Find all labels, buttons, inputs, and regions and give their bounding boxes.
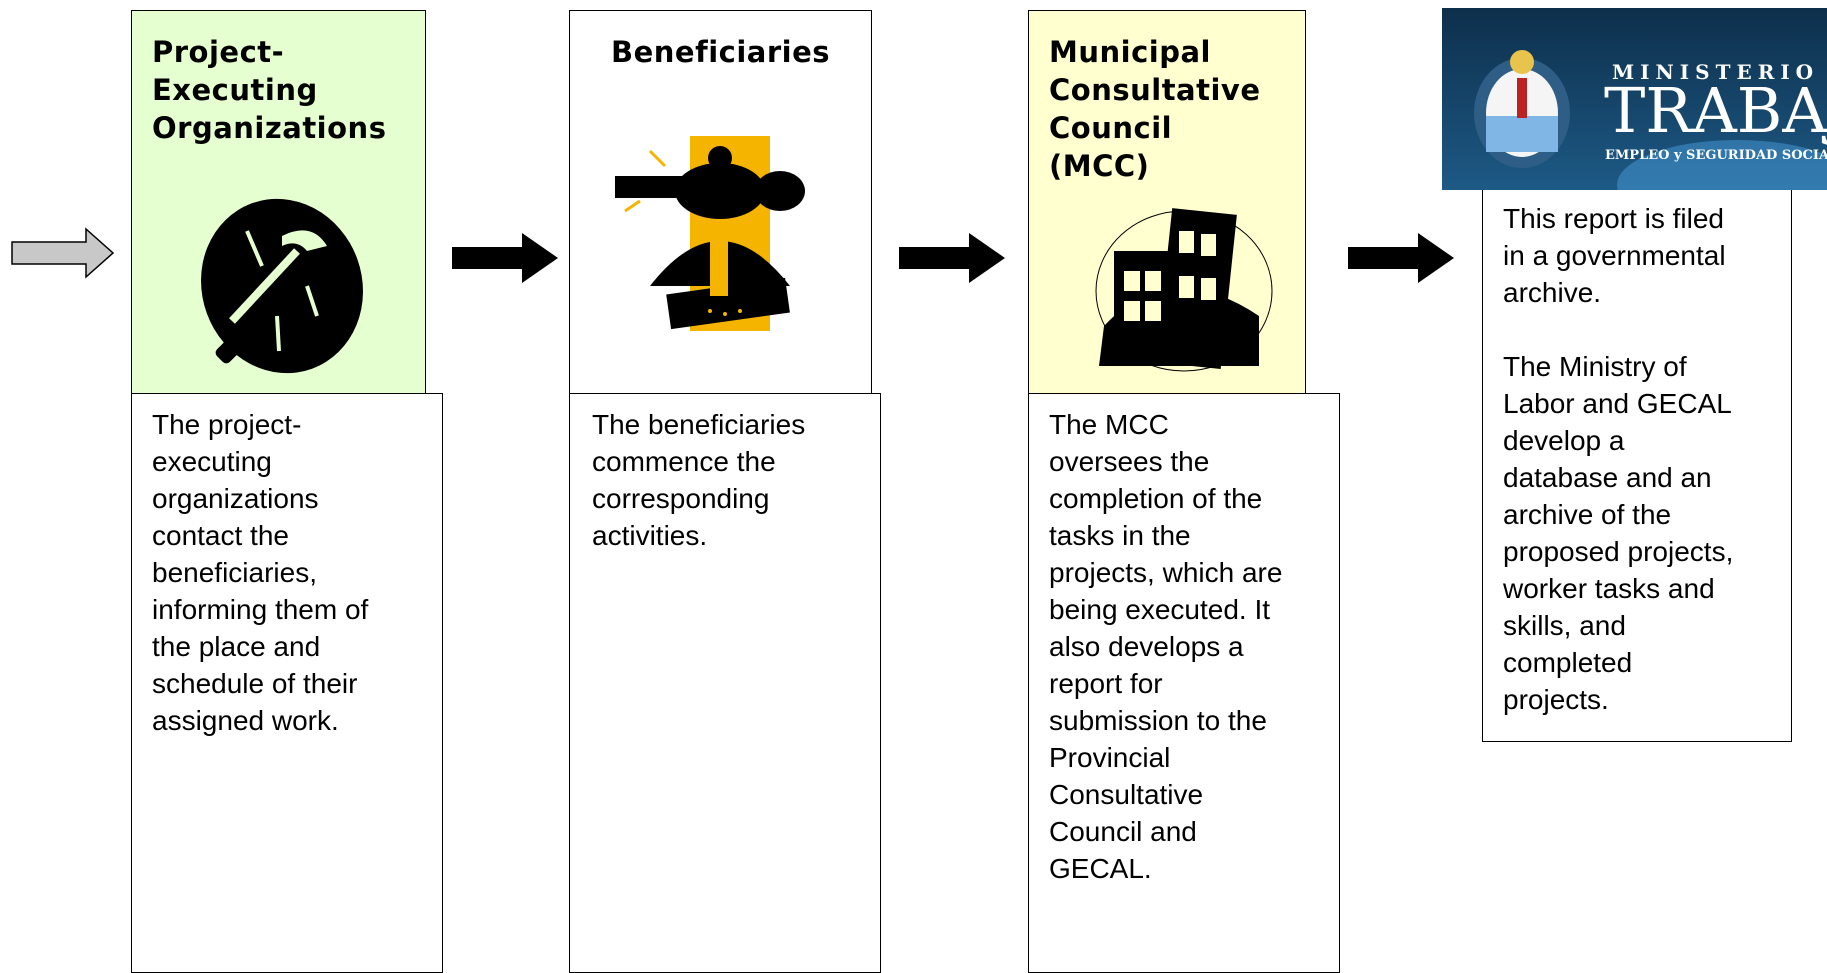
flow-arrow [452,233,558,283]
tools-icon [201,198,363,374]
beneficiaries-description-box: The beneficiaries commence the correspon… [569,393,881,973]
beneficiaries-header-box: Beneficiaries [569,10,872,394]
mcc-title: Municipal Consultative Council (MCC) [1049,35,1261,183]
coat-of-arms-icon [1474,50,1570,168]
ministry-description-box: This report is filed in a governmental a… [1482,190,1792,742]
executing-orgs-description: The project- executing organizations con… [152,409,369,736]
mcc-header-box: Municipal Consultative Council (MCC) [1028,10,1306,394]
ministerio-trabajo-logo: MINISTERIO de TRABAJO EMPLEO y SEGURIDAD… [1442,8,1827,190]
mcc-description-box: The MCC oversees the completion of the t… [1028,393,1340,973]
beneficiaries-title: Beneficiaries [610,35,830,69]
logo-line-3: EMPLEO y SEGURIDAD SOCIAL [1605,148,1827,163]
entry-arrow [11,227,115,279]
beneficiaries-description: The beneficiaries commence the correspon… [592,409,806,551]
worker-jackhammer-icon [615,136,805,331]
ministry-description: This report is filed in a governmental a… [1503,203,1734,715]
logo-line-2: TRABAJO [1604,74,1827,147]
flow-arrow [899,233,1005,283]
logo-line-1: MINISTERIO de [1612,60,1827,84]
executing-orgs-description-box: The project- executing organizations con… [131,393,443,973]
buildings-icon [1095,208,1273,372]
flow-arrow [1348,233,1454,283]
executing-orgs-title: Project- Executing Organizations [152,35,387,145]
mcc-description: The MCC oversees the completion of the t… [1049,409,1283,884]
executing-orgs-header-box: Project- Executing Organizations [131,10,426,394]
